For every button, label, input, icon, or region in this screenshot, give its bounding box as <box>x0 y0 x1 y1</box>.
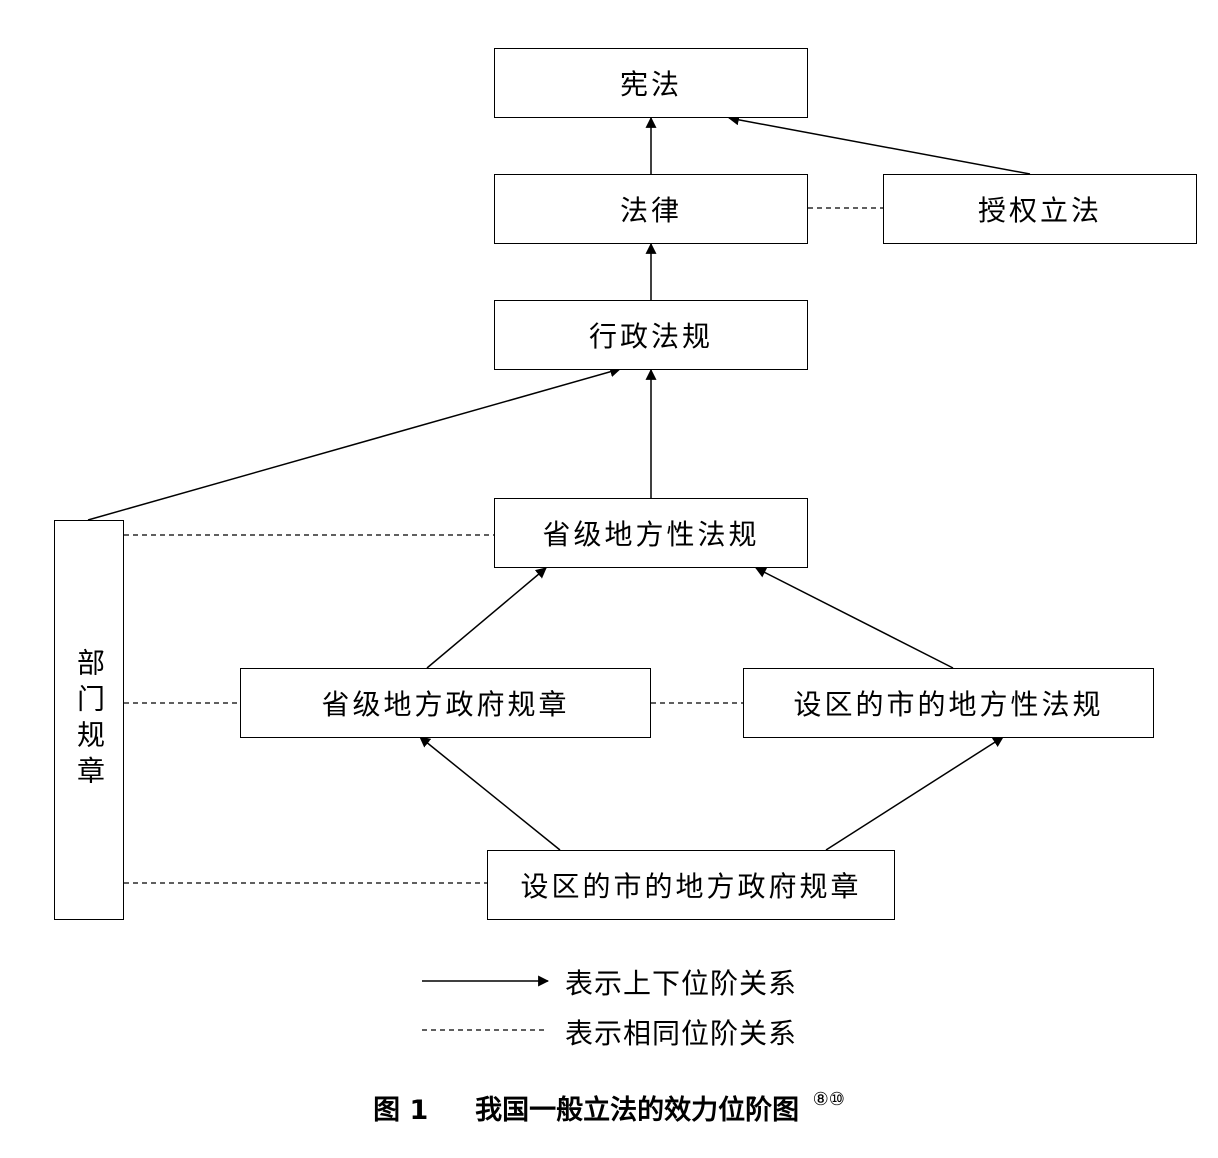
node-authorized-legislation: 授权立法 <box>883 174 1197 244</box>
legend-dashed-label: 表示相同位阶关系 <box>565 1017 798 1050</box>
node-provincial-government-rules: 省级地方政府规章 <box>240 668 651 738</box>
caption-footnote: ⑧⑩ <box>812 1089 845 1110</box>
node-city-local-regulations: 设区的市的地方性法规 <box>743 668 1154 738</box>
node-administrative-regulations: 行政法规 <box>494 300 808 370</box>
caption-label: 图 1 <box>373 1095 429 1126</box>
node-provincial-local-regulations: 省级地方性法规 <box>494 498 808 568</box>
edge-authorized-to-constitution <box>727 114 1031 175</box>
legend-solid-label: 表示上下位阶关系 <box>565 967 798 1000</box>
node-department-rules: 部门规章 <box>54 520 124 920</box>
node-law: 法律 <box>494 174 808 244</box>
edge-city-gov-to-city-local <box>825 736 1004 851</box>
edge-city-local-to-prov-local <box>755 567 954 669</box>
node-city-government-rules: 设区的市的地方政府规章 <box>487 850 895 920</box>
node-constitution: 宪法 <box>494 48 808 118</box>
edge-city-gov-to-prov-gov <box>419 736 561 851</box>
caption-title: 我国一般立法的效力位阶图 <box>475 1095 800 1126</box>
edge-prov-gov-to-prov-local <box>426 567 547 669</box>
edge-dept-to-admin <box>87 366 622 521</box>
figure-caption: 图 1 我国一般立法的效力位阶图 ⑧⑩ <box>0 1088 1218 1127</box>
